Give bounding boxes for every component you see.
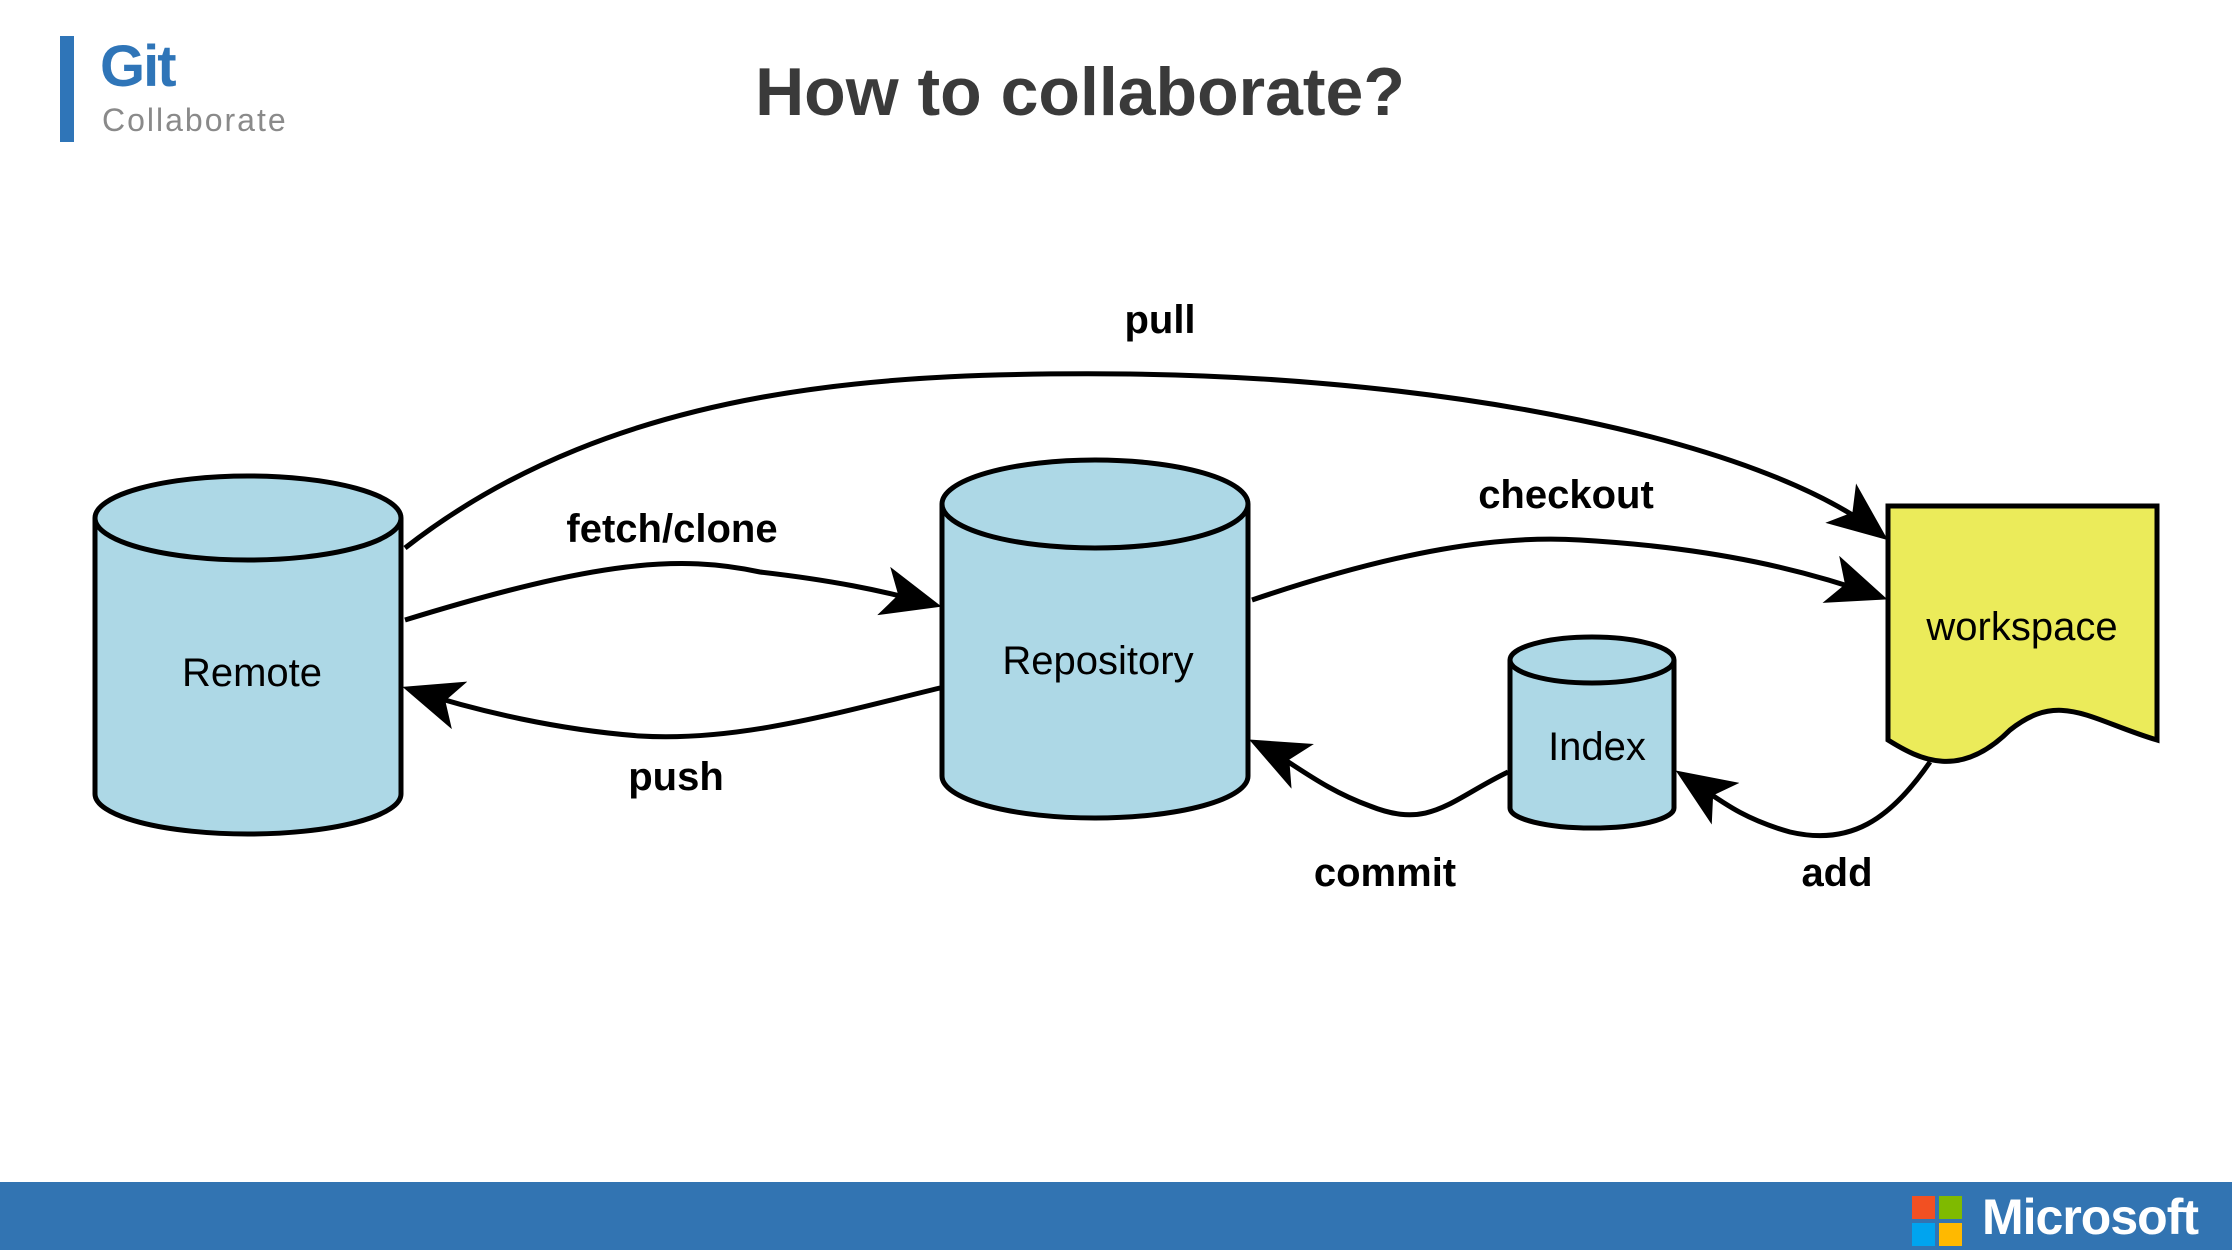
footer-bar: Microsoft: [0, 1182, 2232, 1250]
index-node: Index: [1507, 634, 1677, 831]
commit-label: commit: [1314, 851, 1456, 895]
pull-arrow: [403, 371, 1888, 550]
add-label: add: [1801, 851, 1872, 895]
microsoft-label: Microsoft: [1982, 1189, 2199, 1245]
pull-label: pull: [1124, 298, 1195, 342]
commit-arrow: [1249, 739, 1510, 818]
repository-node: Repository: [939, 457, 1251, 821]
checkout-label: checkout: [1478, 473, 1654, 517]
push-arrow: [402, 681, 941, 740]
repository-label: Repository: [1002, 639, 1193, 683]
workspace-node: workspace: [1885, 503, 2160, 764]
remote-label: Remote: [182, 651, 322, 695]
brand-subtitle: Collaborate: [102, 102, 288, 138]
workspace-label: workspace: [1925, 605, 2117, 649]
add-arrow: [1675, 760, 1933, 839]
brand-accent-bar: [60, 36, 74, 142]
push-label: push: [628, 755, 724, 799]
slide-title: How to collaborate?: [755, 54, 1405, 130]
remote-node: Remote: [92, 473, 404, 837]
index-label: Index: [1548, 725, 1646, 769]
fetch-clone-arrow: [404, 561, 942, 623]
brand-title: Git: [100, 34, 177, 99]
fetch-clone-label: fetch/clone: [566, 507, 777, 551]
microsoft-logo-icon: [1912, 1196, 1962, 1246]
checkout-arrow: [1251, 536, 1888, 603]
